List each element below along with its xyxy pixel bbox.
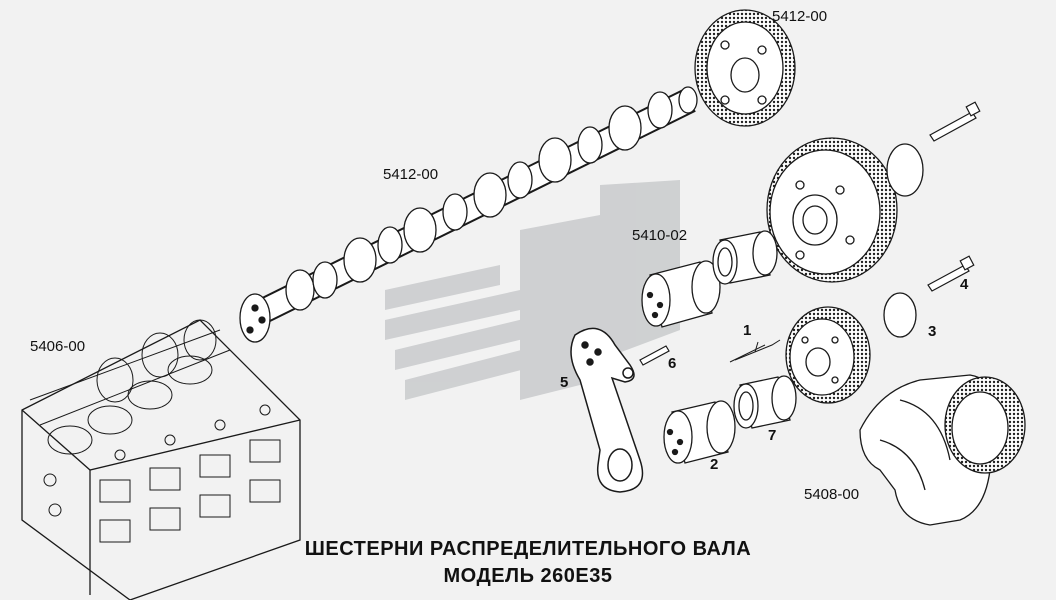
diagram-title-line1: ШЕСТЕРНИ РАСПРЕДЕЛИТЕЛЬНОГО ВАЛА bbox=[304, 538, 752, 560]
label-num-7: 7 bbox=[768, 427, 777, 444]
label-num-5: 5 bbox=[560, 374, 569, 391]
label-cylinder-block: 5406-00 bbox=[30, 338, 86, 355]
leader-lines bbox=[729, 339, 781, 363]
idler-gear-large bbox=[766, 137, 898, 283]
lower-bushings bbox=[663, 375, 797, 464]
diagram-title-line2: МОДЕЛЬ 260Е35 bbox=[443, 565, 613, 587]
cylinder-block bbox=[21, 319, 301, 600]
thrust-plates bbox=[883, 143, 924, 338]
camshaft bbox=[239, 86, 698, 343]
label-crankshaft: 5408-00 bbox=[804, 486, 860, 503]
label-num-4: 4 bbox=[960, 276, 969, 293]
small-gear bbox=[785, 306, 871, 404]
bracket bbox=[570, 327, 644, 493]
label-top-gear: 5412-00 bbox=[772, 8, 828, 25]
label-num-2: 2 bbox=[710, 456, 719, 473]
bolts bbox=[639, 101, 981, 366]
label-num-6: 6 bbox=[668, 355, 677, 372]
camshaft-gear-top bbox=[694, 9, 796, 127]
label-num-1: 1 bbox=[743, 322, 752, 339]
label-num-3: 3 bbox=[928, 323, 937, 340]
crankshaft bbox=[859, 374, 1026, 526]
label-bushing-group: 5410-02 bbox=[632, 227, 688, 244]
bushings bbox=[641, 230, 778, 328]
label-camshaft: 5412-00 bbox=[383, 166, 439, 183]
